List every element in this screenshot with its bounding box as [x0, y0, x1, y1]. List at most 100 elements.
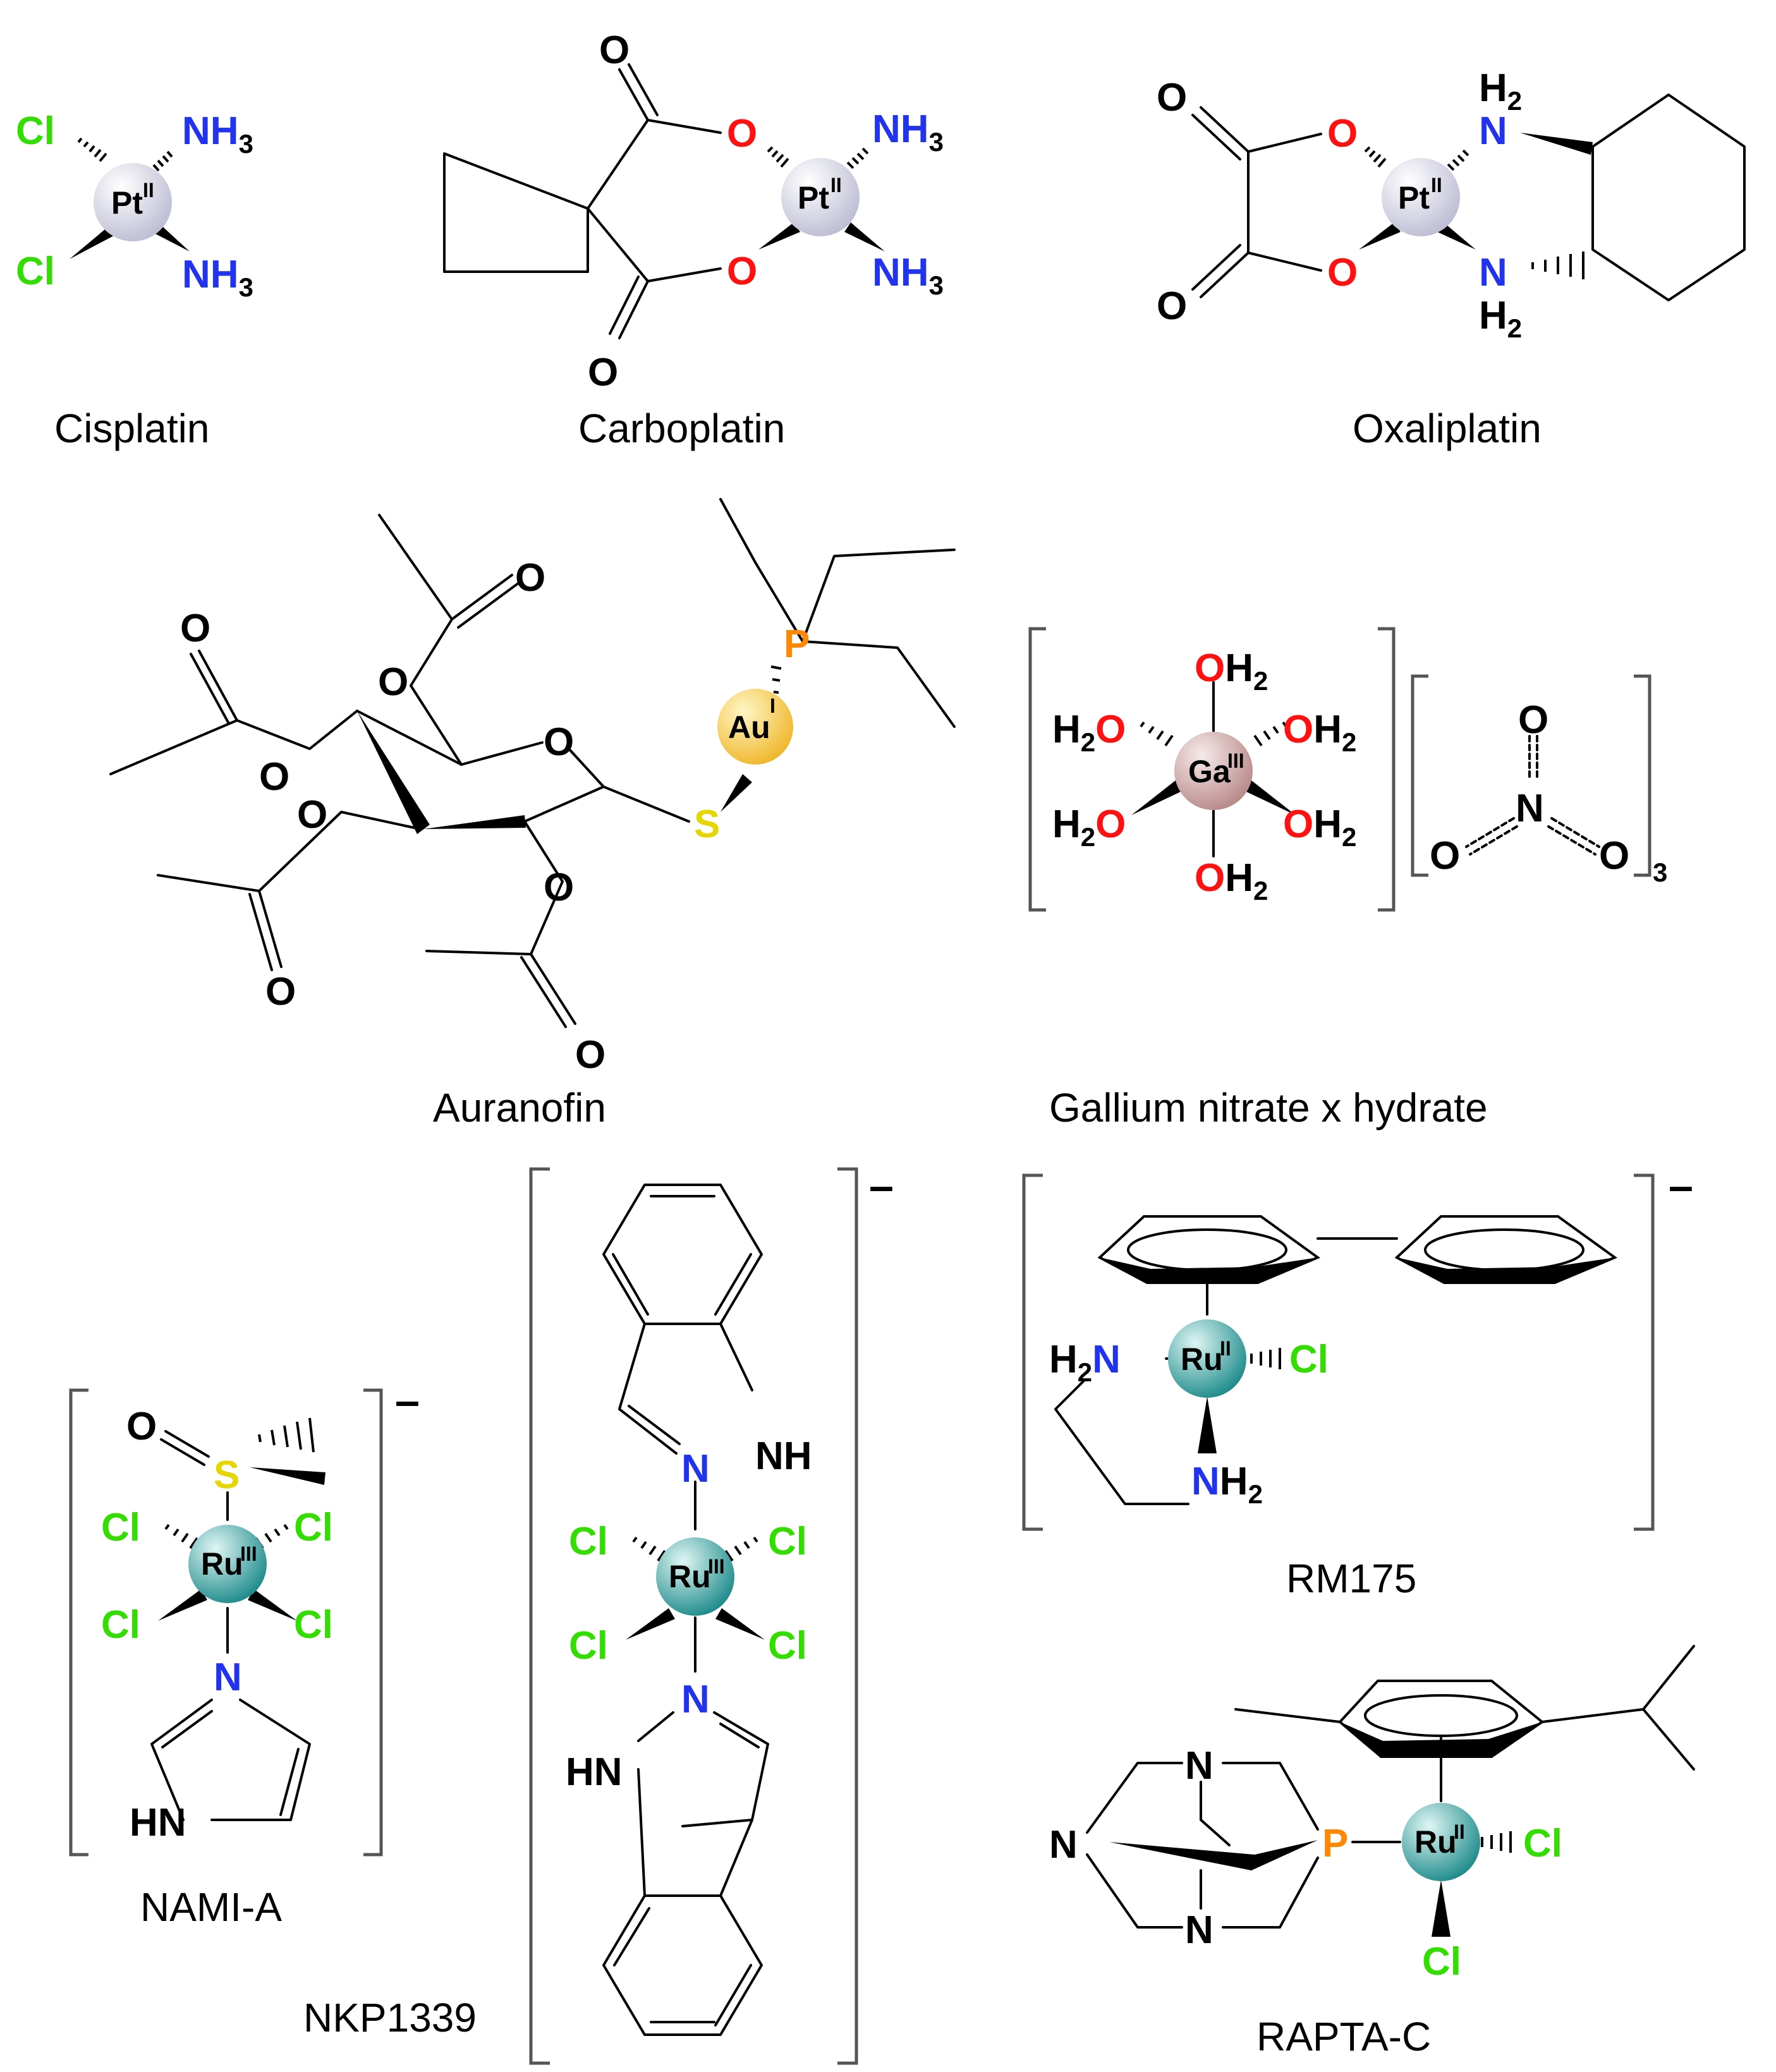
ligand-p: P — [784, 622, 810, 666]
oxalate-bonds — [1247, 133, 1322, 272]
imidazole-double — [161, 1710, 213, 1748]
nitrate-nitrogen: N — [1516, 787, 1544, 830]
arene-circle — [1424, 1228, 1584, 1271]
ester-oxygen: O — [297, 793, 327, 837]
ligand-cl: Cl — [1523, 1822, 1562, 1865]
pyrazole-double — [628, 1405, 681, 1445]
rapta-c-structure: Ru II P Cl Cl N N N RAPTA-C — [1049, 1645, 1695, 2059]
ligand-nh3-2: NH3 — [872, 251, 944, 300]
wedge-bond — [158, 1589, 207, 1621]
metal-label: Ru — [201, 1546, 243, 1582]
carbonyl-double-bond — [1191, 106, 1250, 161]
carbonyl-oxygen: O — [1157, 76, 1187, 119]
wedge-bond — [758, 222, 800, 250]
oxidation-state: I — [770, 694, 775, 717]
carbonyl-double-bond — [609, 276, 649, 339]
nami-a-structure: – Ru III O S Cl Cl Cl Cl N HN NAMI-A — [69, 1376, 420, 1930]
cyclohexane-ring — [1591, 94, 1746, 301]
compound-name: Carboplatin — [578, 406, 785, 451]
oxaliplatin-structure: Pt II O O O O H2 N N H2 Oxaliplatin — [1157, 66, 1746, 451]
ruthenium-atom — [188, 1525, 267, 1603]
pta-nitrogen: N — [1185, 1744, 1213, 1788]
ligand-o-1: O — [727, 112, 757, 155]
metal-label: Pt — [111, 185, 143, 221]
ethyl-groups — [719, 498, 956, 728]
acetate-2 — [378, 514, 513, 766]
cymene-substituents — [1234, 1645, 1695, 1771]
metal-label: Ru — [1181, 1342, 1223, 1377]
metal-label: Ga — [1188, 754, 1231, 789]
ligand-nh3-2: NH3 — [182, 253, 253, 302]
ruthenium-atom — [1168, 1319, 1246, 1398]
oxidation-state: II — [1220, 1337, 1231, 1360]
ligand-nh2: NH2 — [1191, 1460, 1263, 1509]
acetate-double — [457, 582, 520, 629]
hash-bond — [770, 665, 782, 694]
sugar-wedge — [357, 711, 430, 834]
acetate-3 — [157, 811, 422, 968]
nitrate-oxygen: O — [1599, 834, 1629, 878]
ligand-nh3-1: NH3 — [872, 107, 944, 157]
nitrate-count: 3 — [1653, 857, 1667, 887]
wedge-bond — [1359, 222, 1401, 250]
imidazole-ring — [150, 1699, 311, 1821]
ligand-n: N — [214, 1656, 242, 1699]
oxidation-state: III — [708, 1555, 725, 1578]
oxidation-state: II — [1431, 174, 1442, 197]
wedge-bond — [715, 1608, 765, 1640]
metal-label: Au — [728, 710, 770, 745]
acetate-double — [520, 956, 567, 1028]
wedge-bond — [1437, 222, 1476, 250]
ligand-cl: Cl — [101, 1603, 140, 1647]
ring-nh: HN — [130, 1801, 186, 1845]
compound-name: RM175 — [1286, 1556, 1416, 1601]
ligand-o-2: O — [1327, 251, 1358, 294]
acetate-double — [190, 653, 230, 725]
wedge-bond — [250, 1467, 325, 1485]
hash-bond — [767, 146, 789, 168]
aqua-ligand: OH2 — [1283, 708, 1356, 757]
bracket-right — [1378, 627, 1396, 912]
bracket-left — [1022, 1173, 1043, 1531]
compound-name: Gallium nitrate x hydrate — [1049, 1085, 1488, 1130]
bracket-left — [1411, 674, 1428, 877]
hash-bond — [1531, 251, 1584, 279]
ligand-n-1: N — [1479, 109, 1507, 153]
ligand-cl: Cl — [101, 1506, 140, 1549]
ruthenium-atom — [1402, 1803, 1480, 1881]
ligand-cl: Cl — [768, 1520, 807, 1563]
platinum-atom — [1382, 158, 1460, 236]
wedge-bond — [721, 774, 752, 812]
pyrazole-bonds — [618, 1323, 753, 1455]
s-o-double — [160, 1430, 210, 1466]
imidazole-double — [279, 1748, 300, 1816]
compound-name: Oxaliplatin — [1353, 406, 1542, 451]
ligand-cl: Cl — [1422, 1940, 1461, 1984]
wedge-bond — [1198, 1396, 1217, 1453]
bracket-left — [529, 1167, 550, 2065]
auranofin-structure: Au I S P O O O O O O O O O Auranofin — [109, 498, 956, 1130]
hash-bond — [1250, 1348, 1281, 1369]
wedge-bond — [248, 1589, 297, 1621]
hash-bond — [846, 147, 869, 169]
pta-cage-bonds — [1086, 1762, 1319, 1929]
pta-nitrogen: N — [1185, 1908, 1213, 1952]
wedge-bond — [626, 1608, 675, 1640]
carbonyl-oxygen: O — [180, 607, 210, 650]
carbonyl-double-bond — [618, 63, 659, 121]
compound-name: NKP1339 — [303, 1995, 477, 2040]
carboxylate-bonds — [587, 119, 722, 282]
metal-label: Pt — [798, 180, 829, 215]
ligand-cl: Cl — [1289, 1338, 1329, 1381]
ligand-n: N — [681, 1447, 710, 1491]
oxidation-state: III — [1227, 749, 1244, 772]
oxidation-state: II — [143, 179, 154, 202]
ligand-s: S — [694, 803, 720, 846]
pta-wedge — [1109, 1840, 1318, 1870]
ethylenediamine-backbone — [1054, 1379, 1189, 1505]
aromatic-double — [612, 1195, 752, 1316]
metal-label: Ru — [1414, 1824, 1457, 1860]
wedge-bond — [70, 226, 115, 259]
acetate-1 — [109, 650, 358, 775]
acetate-double — [248, 893, 273, 971]
